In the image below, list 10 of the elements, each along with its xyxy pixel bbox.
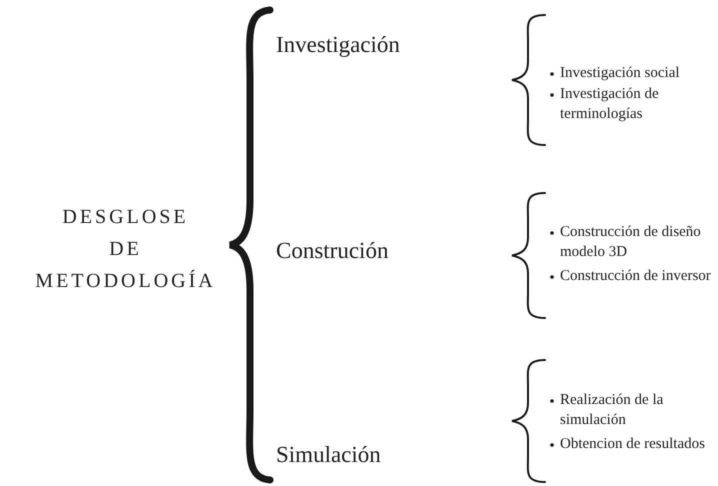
list-item: Investigación de terminologías xyxy=(560,85,660,124)
list-item: Construcción de diseño modelo 3D xyxy=(560,223,702,262)
list-item: Investigación social xyxy=(560,64,681,83)
category-label: Investigación xyxy=(276,32,400,58)
category-label: Construción xyxy=(276,238,388,264)
category-label: Simulación xyxy=(276,442,381,468)
list-item: Obtencion de resultados xyxy=(560,435,706,454)
heading-text: DESGLOSE DE METODOLOGÍA xyxy=(34,205,217,294)
list-item: Realización de la simulación xyxy=(560,391,664,430)
list-item: Construcción de inversor xyxy=(560,267,712,286)
